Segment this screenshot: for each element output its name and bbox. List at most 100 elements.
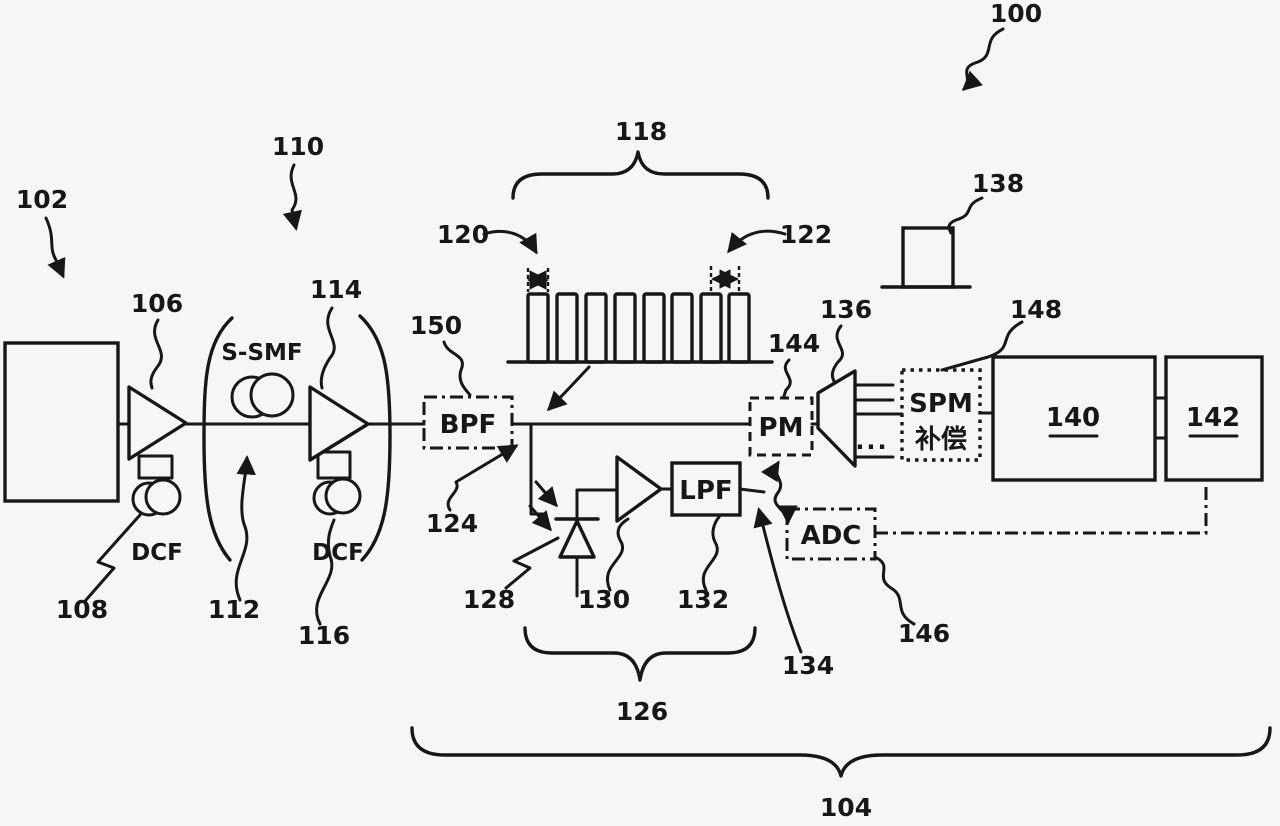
photodiode-icon [558,519,596,559]
leader-146 [875,556,916,626]
spm-label-line2: 补偿 [915,425,967,455]
transmitter-section: DCF 102 106 108 [3,185,188,624]
ref-142: 142 [1186,403,1240,433]
ref-106: 106 [131,289,183,318]
pulse [699,292,723,364]
leader-136 [830,324,845,385]
ref-136: 136 [820,295,872,324]
pulse [613,292,637,364]
amp-pump-connector [137,454,174,480]
leader-144 [782,358,792,398]
pm-section: PM 144 ... 136 134 [748,295,904,680]
ref-150: 150 [410,311,462,340]
leader-arrow-110 [282,163,302,231]
leader-arrow-120 [482,229,538,255]
light-arrow [528,504,552,532]
bpf-label: BPF [440,410,497,440]
adc-feedback-link [875,484,1208,535]
ref-146: 146 [898,619,950,648]
pulse [555,292,579,364]
dcf-coil-icon [144,478,182,516]
pulse [642,292,666,364]
leader-arrow-102 [44,216,66,279]
leader-114 [319,306,336,390]
ref-144: 144 [768,329,820,358]
fiber-span-section: S-SMF DCF 110 112 114 116 [184,132,426,650]
pulse [526,292,550,364]
pulse [727,292,751,364]
leader-138 [947,196,984,235]
pulse-to-line-arrow [546,365,591,412]
tap-line [529,422,548,516]
leader-106 [149,318,163,390]
ref-110: 110 [272,132,324,161]
amplifier-icon-114 [308,385,370,462]
ref-122: 122 [780,220,832,249]
amplifier-icon-130 [615,455,663,523]
leader-arrow-100 [961,27,1005,91]
ref-138: 138 [972,169,1024,198]
spm-label-line1: SPM [909,389,973,419]
receiver-front-end: BPF 150 124 128 130 LPF 132 126 [410,311,766,726]
lpf-label: LPF [679,476,732,506]
spm-compensation-box [900,368,982,462]
ref-114: 114 [310,275,362,304]
leader-116 [315,518,336,626]
ref-102: 102 [16,185,68,214]
ref-104: 104 [820,793,872,822]
block-138 [901,226,955,289]
leader-arrow-112 [234,455,256,602]
ref-116: 116 [298,621,350,650]
leader-arrow-134 [753,507,803,654]
dcf-left-label: DCF [131,540,183,566]
leader-148 [940,320,1024,372]
processor-box-140 [991,355,1157,482]
processor-box-142 [1164,355,1264,482]
digital-section: ADC 146 SPM 补偿 148 140 142 138 [785,169,1264,648]
fan-out-icon [816,369,857,468]
ref-140: 140 [1046,403,1100,433]
brace-104 [410,726,1272,778]
ref-108: 108 [56,595,108,624]
leader-128 [504,536,560,590]
pulse-train: 120 122 118 [437,117,832,412]
pm-box [748,396,814,457]
smf-coil-icon [249,372,295,418]
wire [575,488,619,521]
pulse [670,292,694,364]
ref-100: 100 [990,0,1042,28]
left-paren [202,316,234,562]
ref-132: 132 [677,585,729,614]
leader-132 [702,515,721,592]
pulse [584,292,608,364]
leader-arrow-122 [727,229,787,254]
overall-labels: 100 104 [410,0,1272,822]
ref-148: 148 [1010,295,1062,324]
ref-126: 126 [616,697,668,726]
adc-label: ADC [801,521,862,551]
ref-124: 124 [426,509,478,538]
transmitter-box-102 [3,341,120,503]
dcf-right-label: DCF [312,540,364,566]
right-paren [358,314,392,562]
brace-126 [523,626,757,682]
pm-label: PM [759,413,804,443]
light-arrow [534,480,558,508]
amp-pump-connector [316,450,352,480]
leader-150 [442,340,472,397]
leader-130 [606,517,630,592]
ref-112: 112 [208,595,260,624]
leader-108 [84,513,142,602]
leader-arrow-124 [446,444,519,512]
dcf-coil-icon [324,477,362,515]
fan-ellipsis: ... [855,427,888,455]
s-smf-label: S-SMF [221,340,302,366]
ref-130: 130 [578,585,630,614]
amplifier-icon-106 [127,385,188,461]
brace-118 [511,150,770,200]
ref-128: 128 [463,585,515,614]
ref-120: 120 [437,220,489,249]
pm-adc-feedback-arrow [761,460,798,525]
wire [738,487,766,494]
